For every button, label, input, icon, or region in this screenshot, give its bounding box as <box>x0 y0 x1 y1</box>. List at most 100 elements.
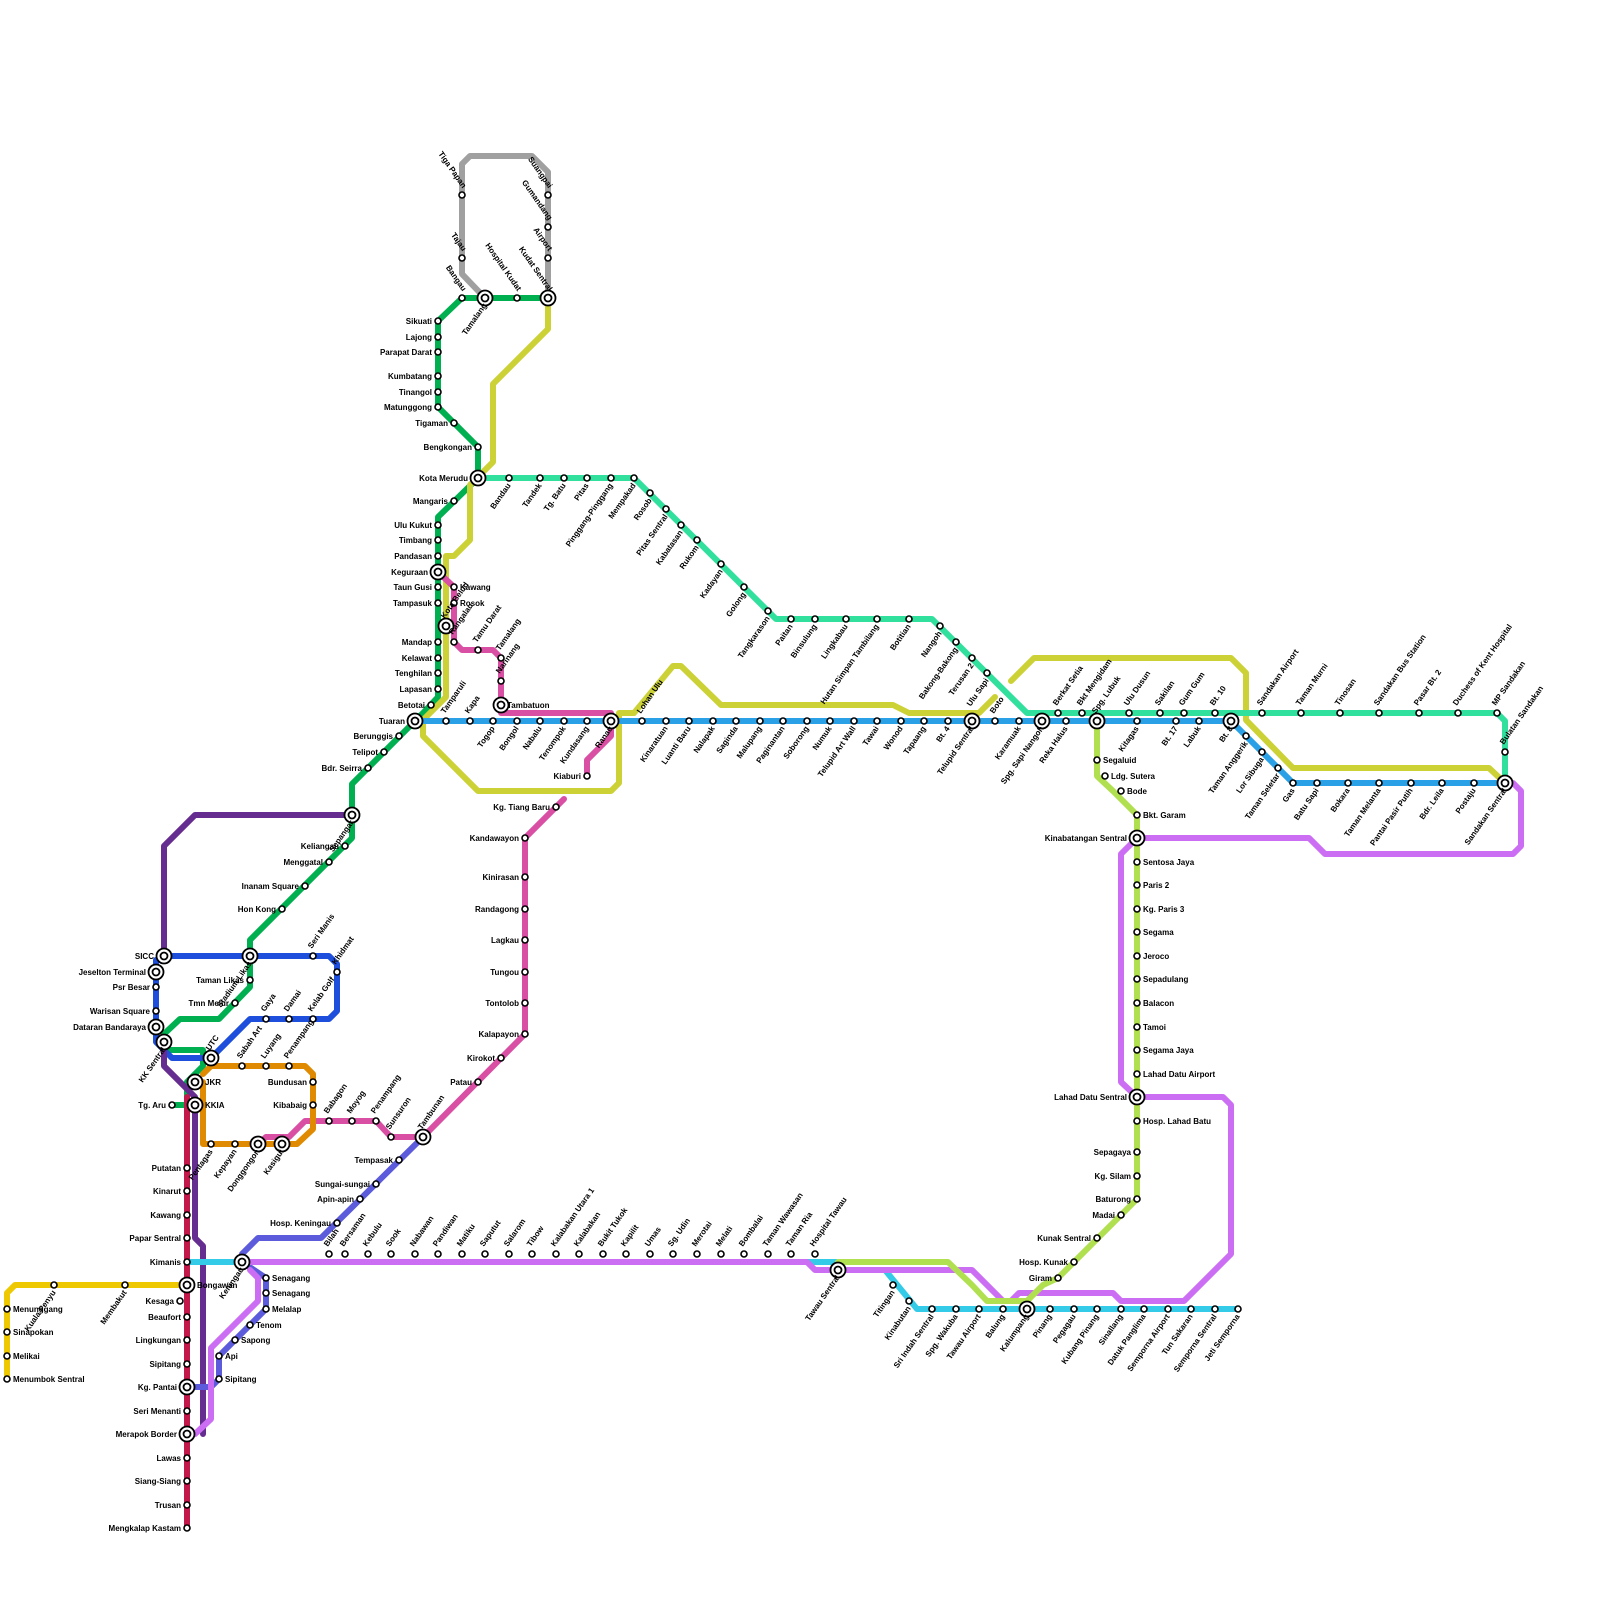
station-kumbatang[interactable] <box>435 373 441 379</box>
station-kimanis[interactable] <box>184 1259 190 1265</box>
station-sikuati[interactable] <box>435 318 441 324</box>
station-sook[interactable] <box>388 1251 394 1257</box>
station-pantai-pasir-putih[interactable] <box>1408 780 1414 786</box>
station-saputut[interactable] <box>482 1251 488 1257</box>
station-kinabutan[interactable] <box>906 1298 912 1304</box>
station-tinangol[interactable] <box>435 389 441 395</box>
station-tempasak[interactable] <box>396 1157 402 1163</box>
station-balung[interactable] <box>1000 1306 1006 1312</box>
station-hospital-tawau[interactable] <box>812 1251 818 1257</box>
station-tangkarason[interactable] <box>765 608 771 614</box>
station-paitan[interactable] <box>788 616 794 622</box>
station-tamu-darat[interactable] <box>475 647 481 653</box>
station-taman-seletar[interactable] <box>1275 765 1281 771</box>
station-tenom[interactable] <box>247 1322 253 1328</box>
station-bombalai[interactable] <box>741 1251 747 1257</box>
station-randagong[interactable] <box>522 906 528 912</box>
station-lohan-ulu[interactable] <box>639 718 645 724</box>
station-kalapayon[interactable] <box>522 1031 528 1037</box>
station-bangau[interactable] <box>459 295 465 301</box>
station-betotai[interactable] <box>428 702 434 708</box>
station-paris-2[interactable] <box>1134 882 1140 888</box>
station-tiga-papan[interactable] <box>459 192 465 198</box>
station-keliangau[interactable] <box>342 843 348 849</box>
station-kg-tiang-baru[interactable] <box>553 804 559 810</box>
station-penampang[interactable] <box>286 1063 292 1069</box>
station-segama[interactable] <box>1134 929 1140 935</box>
station-mandap[interactable] <box>435 639 441 645</box>
station-taman-wawasan[interactable] <box>765 1251 771 1257</box>
station-psr-besar[interactable] <box>153 984 159 990</box>
station-bengkongan[interactable] <box>475 444 481 450</box>
interchange-keguraan[interactable] <box>431 565 446 580</box>
station-wonod[interactable] <box>898 718 904 724</box>
station-mp-sandakan[interactable] <box>1494 710 1500 716</box>
station-kalabakan-utara-1[interactable] <box>553 1251 559 1257</box>
station-tontolob[interactable] <box>522 1000 528 1006</box>
station-kibabaig[interactable] <box>310 1102 316 1108</box>
station-semporna-sentral[interactable] <box>1212 1306 1218 1312</box>
station-lingkungan[interactable] <box>184 1337 190 1343</box>
station-ulu-kukut[interactable] <box>435 522 441 528</box>
station-pentagas[interactable] <box>208 1141 214 1147</box>
station-lawas[interactable] <box>184 1455 190 1461</box>
interchange-dataran-bandaraya[interactable] <box>149 1020 164 1035</box>
interchange-merapok-border[interactable] <box>180 1427 195 1442</box>
station-papar-sentral[interactable] <box>184 1235 190 1241</box>
station-bongol[interactable] <box>514 718 520 724</box>
station-telupid-art-wall[interactable] <box>851 718 857 724</box>
station-kawang[interactable] <box>184 1212 190 1218</box>
station-bdr-leila[interactable] <box>1439 780 1445 786</box>
station-terusan-2[interactable] <box>969 655 975 661</box>
station-sakilan[interactable] <box>1157 710 1163 716</box>
station-tun-sakaran[interactable] <box>1188 1306 1194 1312</box>
station-duchess-of-kent-hospital[interactable] <box>1455 710 1461 716</box>
station-saginda[interactable] <box>733 718 739 724</box>
station-boto[interactable] <box>992 718 998 724</box>
station-bukit-tukok[interactable] <box>600 1251 606 1257</box>
station-kundasang[interactable] <box>584 718 590 724</box>
station-sunsuron[interactable] <box>388 1134 394 1140</box>
station-penampang2[interactable] <box>373 1118 379 1124</box>
station-kepayan[interactable] <box>232 1141 238 1147</box>
station-berunggis[interactable] <box>396 733 402 739</box>
station-seri-manis[interactable] <box>310 953 316 959</box>
station-sri-indah-sentral[interactable] <box>929 1306 935 1312</box>
station-khidmat[interactable] <box>334 969 340 975</box>
station-taman-anggerik[interactable] <box>1243 733 1249 739</box>
station-jeti-semporna[interactable] <box>1235 1306 1241 1312</box>
station-reka-halus[interactable] <box>1063 718 1069 724</box>
station-spg-wakuba[interactable] <box>953 1306 959 1312</box>
station-nalapak[interactable] <box>710 718 716 724</box>
station-tamoi[interactable] <box>1134 1024 1140 1030</box>
station-postaju[interactable] <box>1471 780 1477 786</box>
station-warisan-square[interactable] <box>153 1008 159 1014</box>
station-berkat-setia[interactable] <box>1055 710 1061 716</box>
station-karamuak[interactable] <box>1016 718 1022 724</box>
station-melalap[interactable] <box>263 1306 269 1312</box>
station-tapaang[interactable] <box>921 718 927 724</box>
station-umas[interactable] <box>647 1251 653 1257</box>
station-patau[interactable] <box>475 1079 481 1085</box>
station-hon-kong[interactable] <box>279 906 285 912</box>
station-kelawat[interactable] <box>435 655 441 661</box>
station-hosp-lahad-batu[interactable] <box>1134 1118 1140 1124</box>
station-api[interactable] <box>216 1353 222 1359</box>
station-sungai-sungai[interactable] <box>373 1181 379 1187</box>
station-rosob[interactable] <box>647 490 653 496</box>
station-paginantan[interactable] <box>780 718 786 724</box>
station-sepadulang[interactable] <box>1134 976 1140 982</box>
station-siang-siang[interactable] <box>184 1478 190 1484</box>
interchange-lahad-datu-sentral[interactable] <box>1130 1090 1145 1105</box>
station-kunak-sentral[interactable] <box>1094 1235 1100 1241</box>
station-lapasan[interactable] <box>435 686 441 692</box>
station-tg-aru[interactable] <box>169 1102 175 1108</box>
interchange-kudat-sentral[interactable] <box>541 291 556 306</box>
station-tawau-airport[interactable] <box>976 1306 982 1312</box>
station-kubang-pinang[interactable] <box>1094 1306 1100 1312</box>
station-melati[interactable] <box>718 1251 724 1257</box>
interchange-kg-pantai[interactable] <box>180 1380 195 1395</box>
station-sipitang2[interactable] <box>216 1376 222 1382</box>
station-parapat-darat[interactable] <box>435 349 441 355</box>
station-lajong[interactable] <box>435 334 441 340</box>
